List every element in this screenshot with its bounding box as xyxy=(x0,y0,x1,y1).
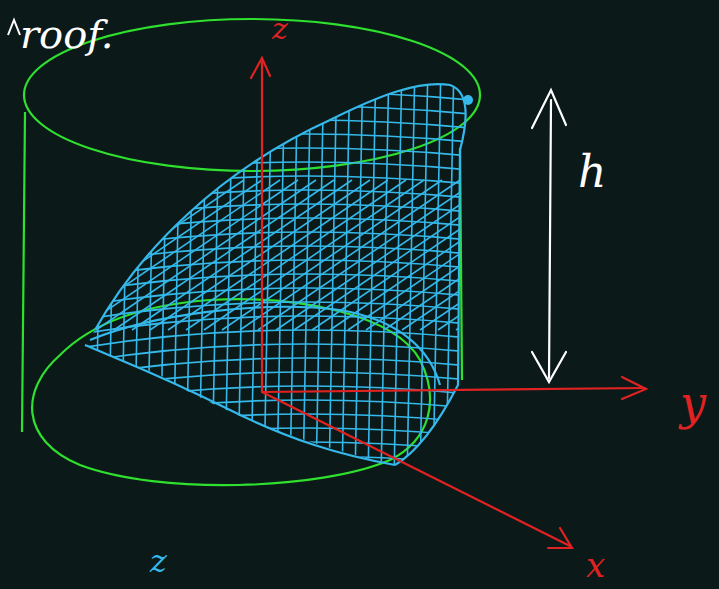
hatch-line xyxy=(121,60,129,480)
axis-label: z xyxy=(272,14,288,44)
hatch-line xyxy=(80,344,470,362)
hatch-line xyxy=(80,400,470,418)
solid-outline xyxy=(85,84,466,465)
hatch-line xyxy=(186,60,194,480)
hatch-line xyxy=(312,180,532,330)
hatch-line xyxy=(80,120,470,138)
hatched-solid xyxy=(0,60,694,488)
axis-label: x xyxy=(586,548,605,582)
hatch-line xyxy=(0,180,100,330)
hatch-line xyxy=(368,60,376,480)
hatch-line xyxy=(366,180,586,330)
hatch-line xyxy=(42,180,262,330)
axes xyxy=(251,58,646,548)
hatch-line xyxy=(474,180,694,330)
hatch-line xyxy=(329,60,337,480)
hatch-line xyxy=(6,180,226,330)
heading-fragment: roof. xyxy=(20,14,113,54)
hatch-line xyxy=(330,180,550,330)
hatch-line xyxy=(80,372,470,390)
hatch-line xyxy=(438,180,658,330)
axis-label: y xyxy=(680,380,706,426)
hatch-line xyxy=(82,60,90,480)
hatch-line xyxy=(80,190,470,208)
hatch-line xyxy=(0,180,190,330)
hatch-line xyxy=(80,456,470,474)
hatch-line xyxy=(0,180,208,330)
pen-mark xyxy=(8,20,20,35)
hatch-line xyxy=(225,60,233,480)
hatch-line xyxy=(173,60,181,480)
hatch-line xyxy=(80,414,470,432)
hatch-line xyxy=(95,60,103,480)
dimension-label: h xyxy=(578,150,606,194)
hatch-line xyxy=(0,180,154,330)
variable-label: z xyxy=(150,545,167,577)
hatch-line xyxy=(80,148,470,166)
point-marker xyxy=(463,95,473,105)
hatch-line xyxy=(80,288,470,306)
hatch-line xyxy=(402,180,622,330)
hatch-line xyxy=(456,180,676,330)
hatch-line xyxy=(108,60,116,480)
hatch-line xyxy=(420,60,428,480)
height-arrow xyxy=(532,90,566,382)
hatch-line xyxy=(24,180,244,330)
hatch-line xyxy=(80,470,470,488)
cylinder xyxy=(22,19,480,485)
hatch-line xyxy=(80,176,470,194)
hatch-line xyxy=(277,60,285,480)
hatch-line xyxy=(0,180,136,330)
hatch-line xyxy=(420,180,640,330)
hatch-line xyxy=(384,180,604,330)
hatch-line xyxy=(80,92,470,110)
hatch-line xyxy=(80,106,470,124)
hatch-line xyxy=(80,162,470,180)
hatch-line xyxy=(80,386,470,404)
hatch-line xyxy=(80,232,470,250)
hatch-line xyxy=(355,60,363,480)
hatch-line xyxy=(0,180,118,330)
hatch-line xyxy=(264,60,272,480)
